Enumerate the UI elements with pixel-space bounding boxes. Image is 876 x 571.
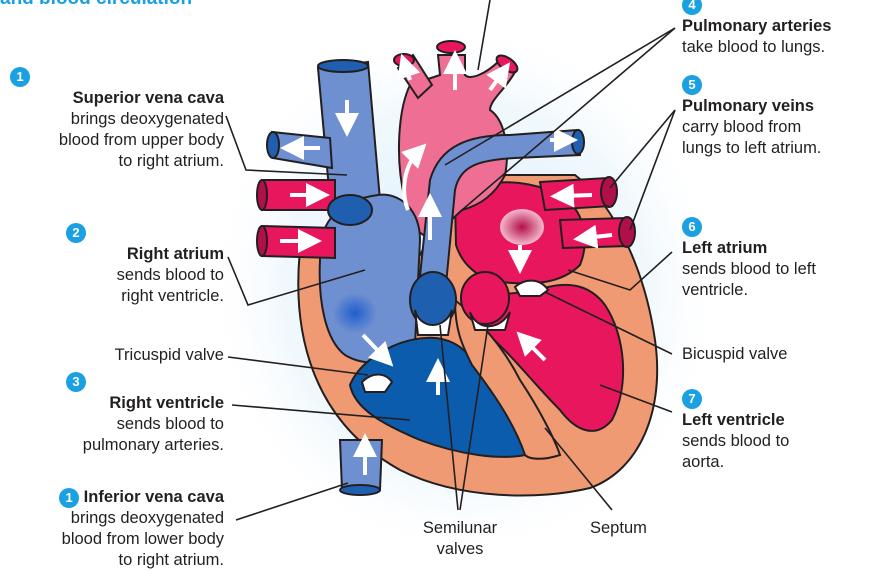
leader-left-atrium xyxy=(567,251,673,291)
badge-2: 2 xyxy=(66,223,86,243)
bicuspid-text: Bicuspid valve xyxy=(682,345,788,363)
pv-line-1: carry blood from xyxy=(682,118,802,136)
lv-line-1: sends blood to xyxy=(682,432,790,450)
ivc-line-3: to right atrium. xyxy=(118,551,224,569)
leader-pa-2 xyxy=(461,27,676,211)
leader-bicuspid xyxy=(544,291,673,355)
badge-1: 1 xyxy=(10,67,30,87)
label-pulmonary-arteries: 4 Pulmonary arteries take blood to lungs… xyxy=(682,0,876,58)
leader-svc xyxy=(225,115,348,176)
leader-pulmonary-veins-2 xyxy=(629,109,676,231)
leader-lines xyxy=(225,0,676,521)
label-left-atrium: 6 Left atrium sends blood to left ventri… xyxy=(682,216,876,301)
pv-heading: Pulmonary veins xyxy=(682,97,815,115)
ivc-heading: 1 Inferior vena cava xyxy=(10,487,224,508)
label-superior-vena-cava: 1 Superior vena cava brings deoxygenated… xyxy=(10,66,224,172)
leader-tricuspid xyxy=(227,356,369,376)
badge-4: 4 xyxy=(682,0,702,15)
label-tricuspid-valve: Tricuspid valve xyxy=(10,345,224,366)
diagram-title: and blood circulation xyxy=(0,0,192,10)
label-right-ventricle: 3 Right ventricle sends blood to pulmona… xyxy=(10,371,224,456)
label-left-ventricle: 7 Left ventricle sends blood to aorta. xyxy=(682,388,876,473)
label-bicuspid-valve: Bicuspid valve xyxy=(682,344,876,365)
pa-heading: Pulmonary arteries xyxy=(682,17,832,35)
tricuspid-valve xyxy=(360,373,394,393)
ivc-line-1: brings deoxygenated xyxy=(70,509,224,527)
leader-aorta-top xyxy=(477,0,491,71)
label-semilunar-valves: Semilunar valves xyxy=(400,518,520,560)
badge-1b: 1 xyxy=(59,488,80,508)
ra-line-2: right ventricle. xyxy=(121,287,224,305)
lv-line-2: aorta. xyxy=(682,453,725,471)
blood-flow-arrows xyxy=(280,50,613,475)
pv-line-2: lungs to left atrium. xyxy=(682,139,822,157)
rv-line-2: pulmonary arteries. xyxy=(82,436,224,454)
label-pulmonary-veins: 5 Pulmonary veins carry blood from lungs… xyxy=(682,74,876,159)
leader-right-ventricle xyxy=(231,404,411,421)
label-inferior-vena-cava: 1 Inferior vena cava brings deoxygenated… xyxy=(10,487,224,571)
leader-pa-1 xyxy=(444,27,676,166)
semilunar-line-2: valves xyxy=(436,540,484,558)
leader-right-atrium xyxy=(227,256,366,306)
label-right-atrium: 2 Right atrium sends blood to right vent… xyxy=(10,222,224,307)
pulmonary-artery-opening xyxy=(571,129,585,155)
semilunar-valve-pulmonary xyxy=(409,271,457,336)
septum-text: Septum xyxy=(590,519,647,537)
pa-line-1: take blood to lungs. xyxy=(682,38,826,56)
tricuspid-text: Tricuspid valve xyxy=(114,346,224,364)
leader-septum xyxy=(544,427,613,511)
bicuspid-valve xyxy=(513,279,550,297)
svc-line-1: brings deoxygenated xyxy=(70,110,224,128)
right-atrium-spot xyxy=(333,293,377,333)
septum-band xyxy=(453,297,562,460)
badge-7: 7 xyxy=(682,389,702,409)
la-heading: Left atrium xyxy=(682,239,768,257)
leader-left-ventricle xyxy=(599,384,673,413)
rv-line-1: sends blood to xyxy=(116,415,224,433)
ivc-line-2: blood from lower body xyxy=(61,530,224,548)
ra-heading: Right atrium xyxy=(126,245,224,263)
leader-pulmonary-veins xyxy=(609,109,676,189)
badge-3: 3 xyxy=(66,372,86,392)
la-line-2: ventricle. xyxy=(682,281,749,299)
la-line-1: sends blood to left xyxy=(682,260,816,278)
rv-heading: Right ventricle xyxy=(109,394,224,412)
ivc-heading-text: Inferior vena cava xyxy=(83,488,224,506)
badge-5: 5 xyxy=(682,75,702,95)
svc-line-3: to right atrium. xyxy=(118,152,224,170)
svc-line-2: blood from upper body xyxy=(58,131,224,149)
semilunar-line-1: Semilunar xyxy=(422,519,498,537)
leader-ivc xyxy=(235,482,349,521)
leader-semilunar-1 xyxy=(439,324,459,511)
leader-semilunar-2 xyxy=(459,324,489,511)
semilunar-valve-aortic xyxy=(460,271,511,331)
label-septum: Septum xyxy=(590,518,680,539)
lv-heading: Left ventricle xyxy=(682,411,785,429)
svc-heading: Superior vena cava xyxy=(72,89,224,107)
ra-line-1: sends blood to xyxy=(116,266,224,284)
badge-6: 6 xyxy=(682,217,702,237)
left-atrium-inlet xyxy=(500,209,544,245)
